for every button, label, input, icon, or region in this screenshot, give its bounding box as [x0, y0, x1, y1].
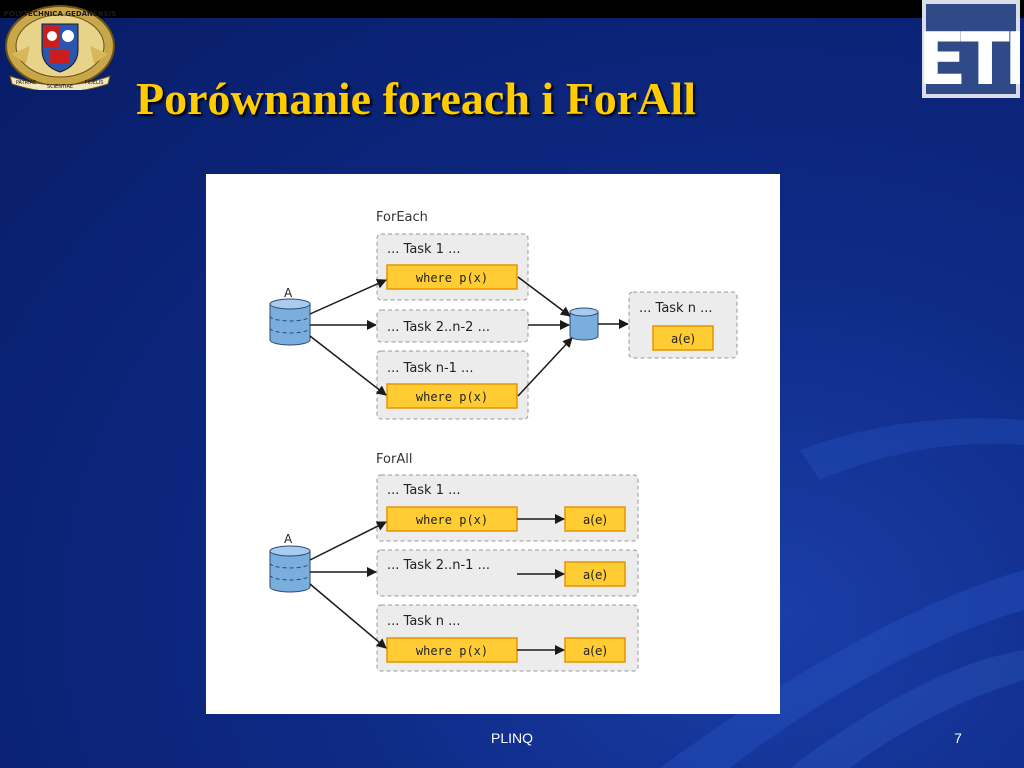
university-crest-icon: POLYTECHNICA GEDANENSIS PATRIAE SCIENTIA… — [4, 5, 116, 90]
forall-task1-where-text: where p(x) — [416, 513, 488, 527]
forall-task3-where-text: where p(x) — [416, 644, 488, 658]
foreach-final-task-label: ... Task n ... — [639, 301, 713, 316]
forall-task1-action-text: a(e) — [583, 513, 607, 527]
foreach-source-database-icon — [269, 298, 311, 346]
foreach-task1-where-box — [386, 264, 518, 290]
foreach-task3-where-text: where p(x) — [416, 390, 488, 404]
foreach-task2-group — [376, 309, 529, 343]
foreach-section-label: ForEach — [376, 210, 428, 225]
forall-source-label: A — [284, 532, 293, 546]
forall-task2-label: ... Task 2..n-1 ... — [387, 558, 490, 573]
foreach-final-action-box — [652, 325, 714, 351]
eti-logo: ETI — [922, 0, 1020, 98]
foreach-task1-where-text: where p(x) — [416, 271, 488, 285]
crest-ribbon-text-left: PATRIAE — [16, 80, 36, 86]
crest-ribbon-text-right: FIDELIS — [85, 80, 104, 86]
forall-task1-action-box — [564, 506, 626, 532]
slide-title: Porównanie foreach i ForAll — [136, 73, 696, 124]
foreach-task3-where-box — [386, 383, 518, 409]
foreach-task3-label: ... Task n-1 ... — [387, 361, 473, 376]
diagram-panel: ForEach A ... Task 1 ... where p(x) ... … — [206, 174, 780, 714]
comparison-diagram: ForEach A ... Task 1 ... where p(x) ... … — [269, 210, 738, 672]
forall-task2-action-box — [564, 561, 626, 587]
foreach-source-label: A — [284, 286, 293, 300]
forall-section-label: ForAll — [376, 452, 412, 467]
footer-text: PLINQ — [490, 730, 533, 746]
forall-task3-action-box — [564, 637, 626, 663]
forall-task2-action-text: a(e) — [583, 568, 607, 582]
forall-task3-action-text: a(e) — [583, 644, 607, 658]
forall-task3-label: ... Task n ... — [387, 614, 461, 629]
crest-ribbon-text-middle: SCIENTIAE — [47, 84, 73, 90]
foreach-task2-label: ... Task 2..n-2 ... — [387, 320, 490, 335]
forall-source-database-icon — [269, 545, 311, 593]
foreach-arrows — [309, 276, 629, 397]
eti-logo-text: ETI — [922, 17, 1020, 98]
crest-top-text: POLYTECHNICA GEDANENSIS — [4, 10, 116, 18]
forall-arrows — [309, 514, 565, 655]
foreach-final-action-text: a(e) — [671, 332, 695, 346]
foreach-task1-label: ... Task 1 ... — [387, 242, 461, 257]
foreach-merge-database-icon — [569, 307, 599, 341]
forall-task1-label: ... Task 1 ... — [387, 483, 461, 498]
page-number: 7 — [954, 730, 962, 746]
forall-task3-where-box — [386, 637, 518, 663]
top-bar — [0, 0, 1024, 18]
forall-task1-where-box — [386, 506, 518, 532]
